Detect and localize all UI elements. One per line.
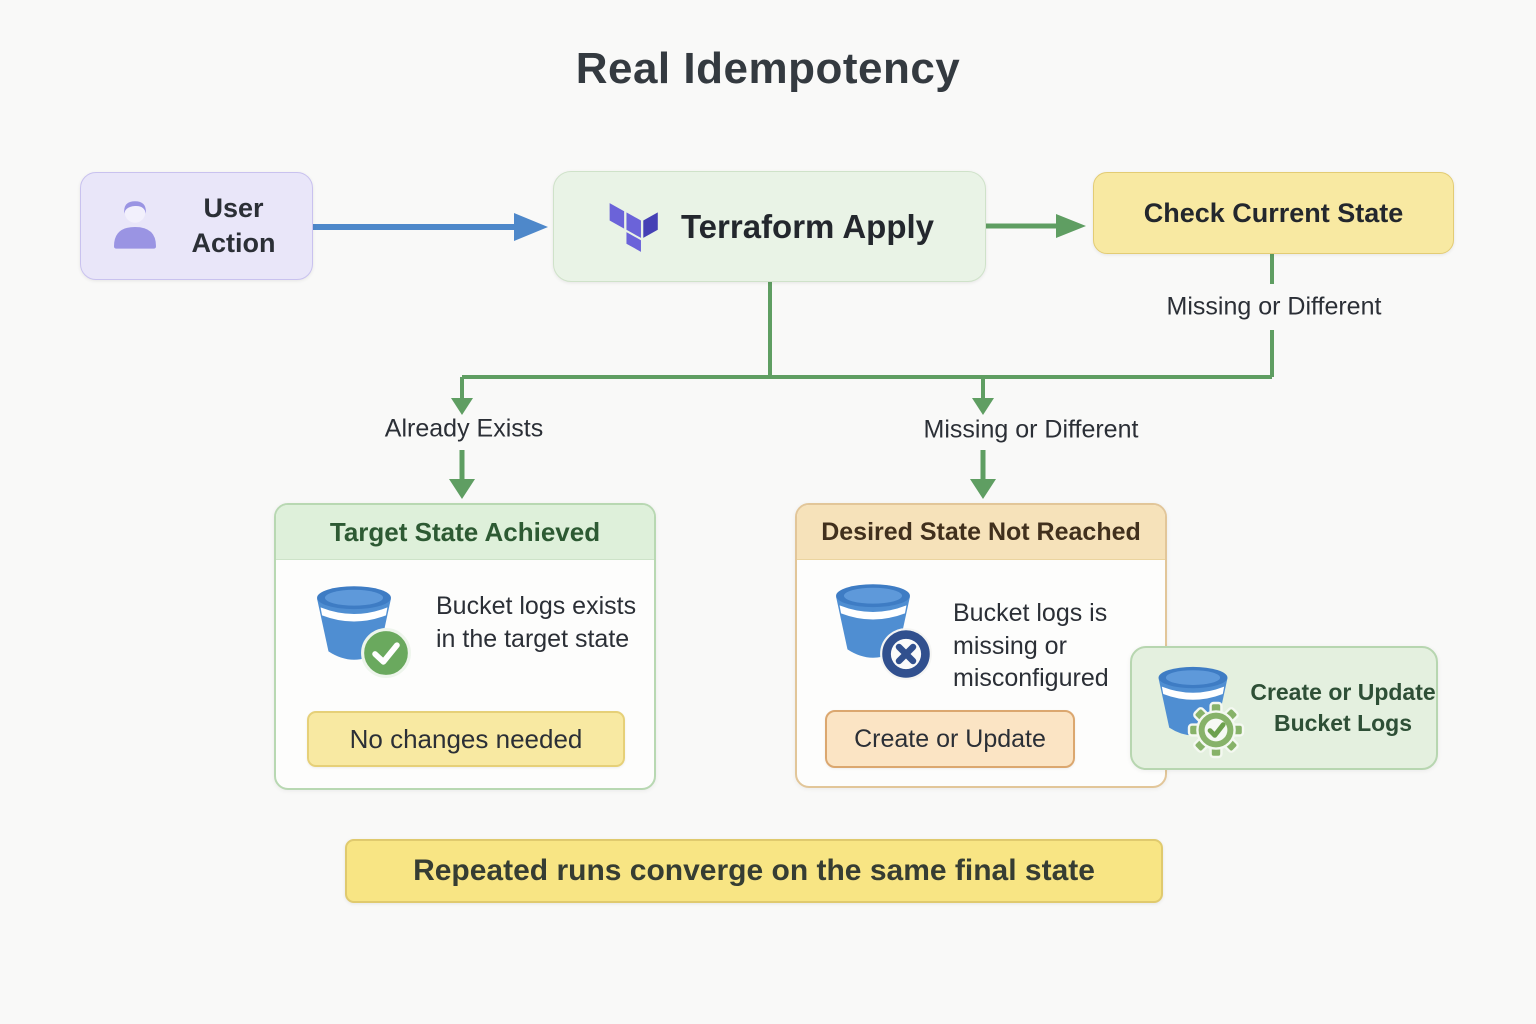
node-create-or-update-result: Create or Update Bucket Logs [1130, 646, 1438, 770]
create-or-update-badge: Create or Update [825, 710, 1075, 768]
page-title: Real Idempotency [575, 44, 961, 93]
arrow-branch-left-bottom [449, 450, 475, 499]
arrow-branch-right-top [972, 377, 994, 415]
target-state-header: Target State Achieved [276, 505, 654, 560]
desired-state-description: Bucket logs is missing or misconfigured [953, 599, 1109, 692]
edge-label-already-exists: Already Exists [384, 414, 544, 443]
bucket-with-x-icon [829, 579, 932, 680]
target-state-description: Bucket logs exists in the target state [436, 592, 637, 653]
edge-label-missing-or-different-top: Missing or Different [1166, 292, 1382, 321]
node-check-current-state: Check Current State [1093, 172, 1454, 254]
node-terraform-apply: Terraform Apply [553, 171, 986, 282]
bucket-with-gear-check-icon [1152, 662, 1245, 759]
edge-label-missing-or-different-branch: Missing or Different [923, 415, 1139, 444]
user-action-label: User Action [191, 192, 276, 258]
arrow-branch-right-bottom [970, 450, 996, 499]
x-badge-icon [880, 628, 932, 680]
check-badge-icon [361, 628, 411, 678]
check-current-state-label: Check Current State [1143, 197, 1404, 228]
terraform-apply-label: Terraform Apply [680, 207, 935, 245]
gear-check-badge-icon [1187, 701, 1245, 759]
no-changes-needed-badge: No changes needed [307, 711, 625, 767]
create-or-update-result-label: Create or Update Bucket Logs [1250, 678, 1436, 736]
arrow-branch-left-top [451, 377, 473, 415]
card-target-state-achieved: Target State Achieved Bucket logs exists… [274, 503, 656, 790]
bucket-with-check-icon [310, 581, 411, 678]
card-desired-state-not-reached: Desired State Not Reached Bucket logs is… [795, 503, 1167, 788]
arrow-terraform-to-check [986, 214, 1086, 238]
desired-state-header: Desired State Not Reached [797, 505, 1165, 560]
arrow-user-to-terraform [313, 213, 548, 241]
terraform-logo-icon [605, 195, 663, 258]
node-user-action: User Action [80, 172, 313, 280]
footer-banner: Repeated runs converge on the same final… [345, 839, 1163, 903]
user-icon [105, 194, 165, 259]
